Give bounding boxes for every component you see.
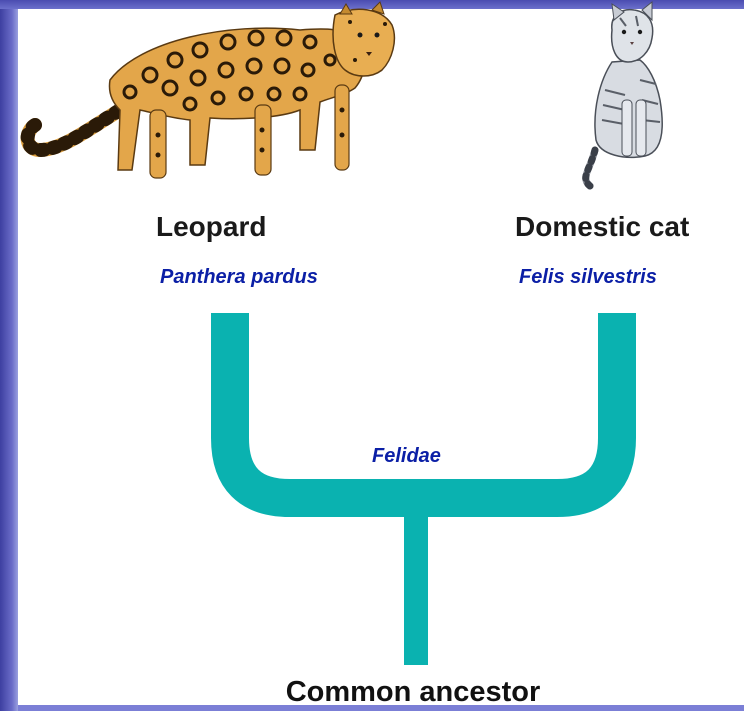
- cat-illustration: [586, 2, 662, 186]
- leopard-scientific-name: Panthera pardus: [160, 266, 318, 289]
- cat-common-name: Domestic cat: [515, 211, 689, 243]
- leopard-branch: [230, 313, 410, 498]
- common-ancestor-label: Common ancestor: [0, 676, 744, 709]
- leopard-common-name: Leopard: [156, 211, 266, 243]
- cat-branch: [410, 313, 617, 498]
- leopard-illustration: [28, 2, 395, 178]
- cat-scientific-name: Felis silvestris: [519, 266, 657, 289]
- family-node-label: Felidae: [372, 445, 441, 468]
- ancestor-stem: [404, 505, 428, 665]
